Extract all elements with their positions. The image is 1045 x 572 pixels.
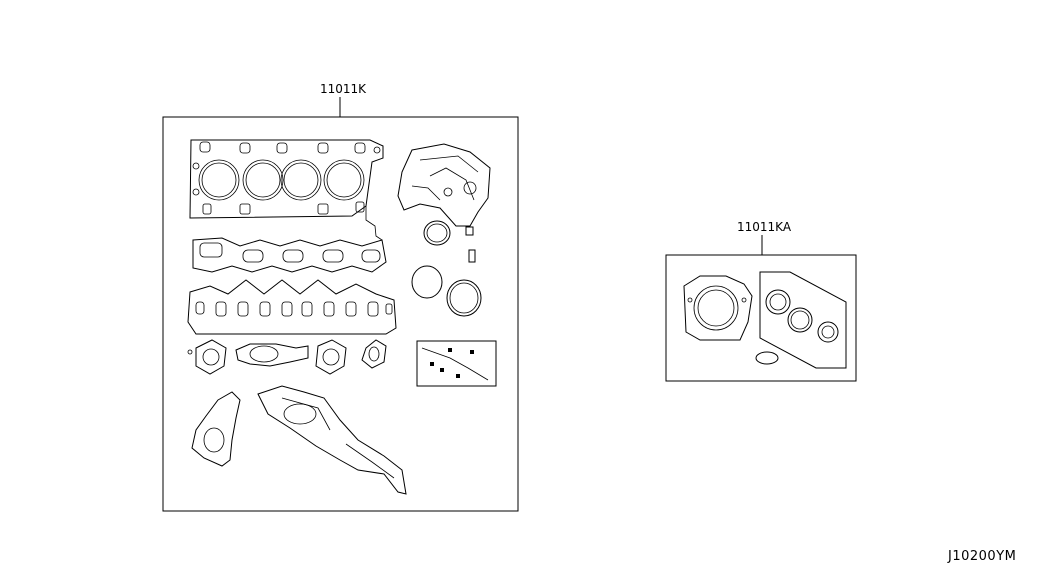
- o-ring-large[interactable]: [411, 265, 443, 299]
- oil-seal-ring[interactable]: [446, 279, 482, 317]
- small-o-ring[interactable]: [755, 351, 779, 365]
- crank-seal-set[interactable]: [759, 271, 847, 369]
- exhaust-gasket-lower[interactable]: [191, 391, 241, 467]
- turbo-flange-gasket-1[interactable]: [187, 339, 227, 375]
- egr-gasket[interactable]: [235, 343, 309, 367]
- timing-cover-gasket[interactable]: [397, 143, 491, 227]
- kit-box-11011K: [162, 116, 519, 512]
- intake-manifold-gasket[interactable]: [187, 279, 397, 335]
- turbo-flange-gasket-2[interactable]: [315, 339, 347, 375]
- flange-gasket-3[interactable]: [361, 339, 387, 369]
- small-parts-bag[interactable]: [416, 340, 497, 387]
- plug-medium[interactable]: [468, 249, 476, 263]
- heat-shield[interactable]: [257, 385, 407, 495]
- part-number-11011K[interactable]: 11011K: [320, 82, 367, 96]
- plug-small[interactable]: [465, 226, 474, 236]
- exhaust-manifold-gasket[interactable]: [192, 237, 387, 273]
- diagram-reference-code: J10200YM: [947, 549, 1016, 564]
- kit-box-11011KA: [665, 254, 857, 382]
- cylinder-head-gasket[interactable]: [189, 139, 384, 241]
- part-number-11011KA[interactable]: 11011KA: [737, 220, 792, 234]
- rear-oil-seal-gasket[interactable]: [683, 275, 753, 341]
- o-ring-seal-small[interactable]: [423, 220, 451, 246]
